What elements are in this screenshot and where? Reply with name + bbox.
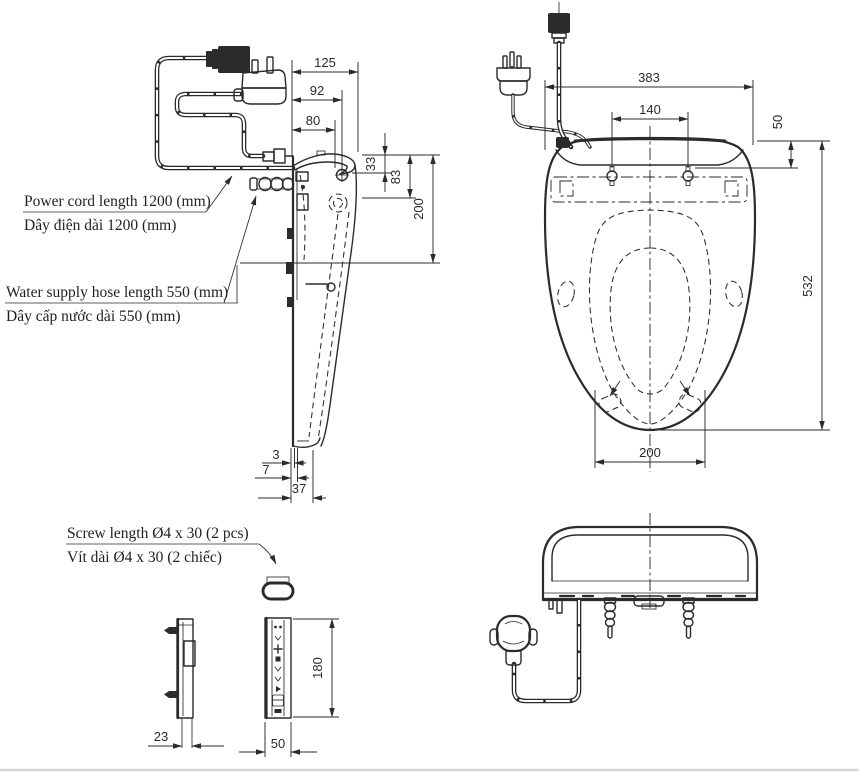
dim-37: 37 [292, 481, 306, 496]
hose-fitting [262, 148, 294, 164]
screw-label-vi: Vít dài Ø4 x 30 (2 chiếc) [67, 549, 222, 566]
dim-23: 23 [154, 729, 168, 744]
top-view-dimensions: 383 140 50 532 200 [544, 70, 830, 468]
dim-532: 532 [800, 275, 815, 297]
remote-width-dimension: 50 [239, 722, 317, 757]
dim-180: 180 [310, 657, 325, 679]
water-nozzle-icon [603, 597, 617, 639]
dim-80: 80 [306, 113, 320, 128]
power-cord-callout: Power cord length 1200 (mm) Dây điện dài… [23, 175, 233, 234]
screw-label-en: Screw length Ø4 x 30 (2 pcs) [67, 525, 249, 542]
uk-power-plug-icon [233, 56, 287, 105]
screw-callout: Screw length Ø4 x 30 (2 pcs) Vít dài Ø4 … [66, 525, 295, 601]
remote-front-view: 180 50 [239, 616, 339, 757]
front-power-cord [511, 597, 582, 704]
dim-50-top: 50 [770, 115, 785, 129]
water-hose-coupling-icon [249, 176, 295, 192]
dim-383: 383 [638, 70, 660, 85]
wall-plug-top-icon [496, 51, 531, 96]
dim-125: 125 [314, 55, 336, 70]
callout-labels: Power cord length 1200 (mm) Dây điện dài… [5, 175, 295, 601]
plug-cord [511, 93, 592, 149]
hinge-hidden-lines [550, 176, 748, 203]
plug-front-icon [489, 614, 538, 666]
screw-icon [261, 576, 295, 601]
water-hose-label-vi: Dây cấp nước dài 550 (mm) [6, 308, 181, 325]
unit-side-profile [286, 150, 358, 448]
dim-7: 7 [262, 462, 269, 477]
dim-83: 83 [388, 170, 403, 184]
remote-depth-dimension: 23 [148, 729, 224, 749]
dim-200-top: 200 [639, 445, 661, 460]
power-cord-label-en: Power cord length 1200 (mm) [24, 193, 211, 210]
front-view [489, 513, 759, 704]
dim-3: 3 [272, 447, 279, 462]
water-connector-icon [548, 2, 570, 44]
side-view: 125 92 80 33 83 200 3 7 37 [154, 46, 440, 503]
water-supply-hose [154, 55, 296, 171]
base-fittings [548, 595, 695, 639]
dim-92: 92 [310, 83, 324, 98]
power-cord [174, 91, 266, 159]
dim-33: 33 [363, 157, 378, 171]
water-hose-callout: Water supply hose length 550 (mm) Dây cấ… [5, 195, 257, 325]
top-view: 383 140 50 532 200 [496, 2, 830, 472]
power-connector-icon [206, 46, 250, 73]
dim-50-remote: 50 [271, 736, 285, 751]
side-view-dimensions: 125 92 80 33 83 200 3 7 37 [240, 55, 440, 503]
water-hose-label-en: Water supply hose length 550 (mm) [6, 284, 228, 301]
remote-side-view: 23 [148, 617, 224, 749]
remote-buttons [272, 625, 284, 713]
dim-200-side: 200 [411, 198, 426, 220]
water-nozzle-icon [682, 597, 695, 639]
power-cord-label-vi: Dây điện dài 1200 (mm) [24, 217, 176, 234]
seat-outline [543, 136, 757, 432]
dim-140: 140 [639, 102, 661, 117]
remote-height-dimension: 180 [293, 618, 339, 718]
